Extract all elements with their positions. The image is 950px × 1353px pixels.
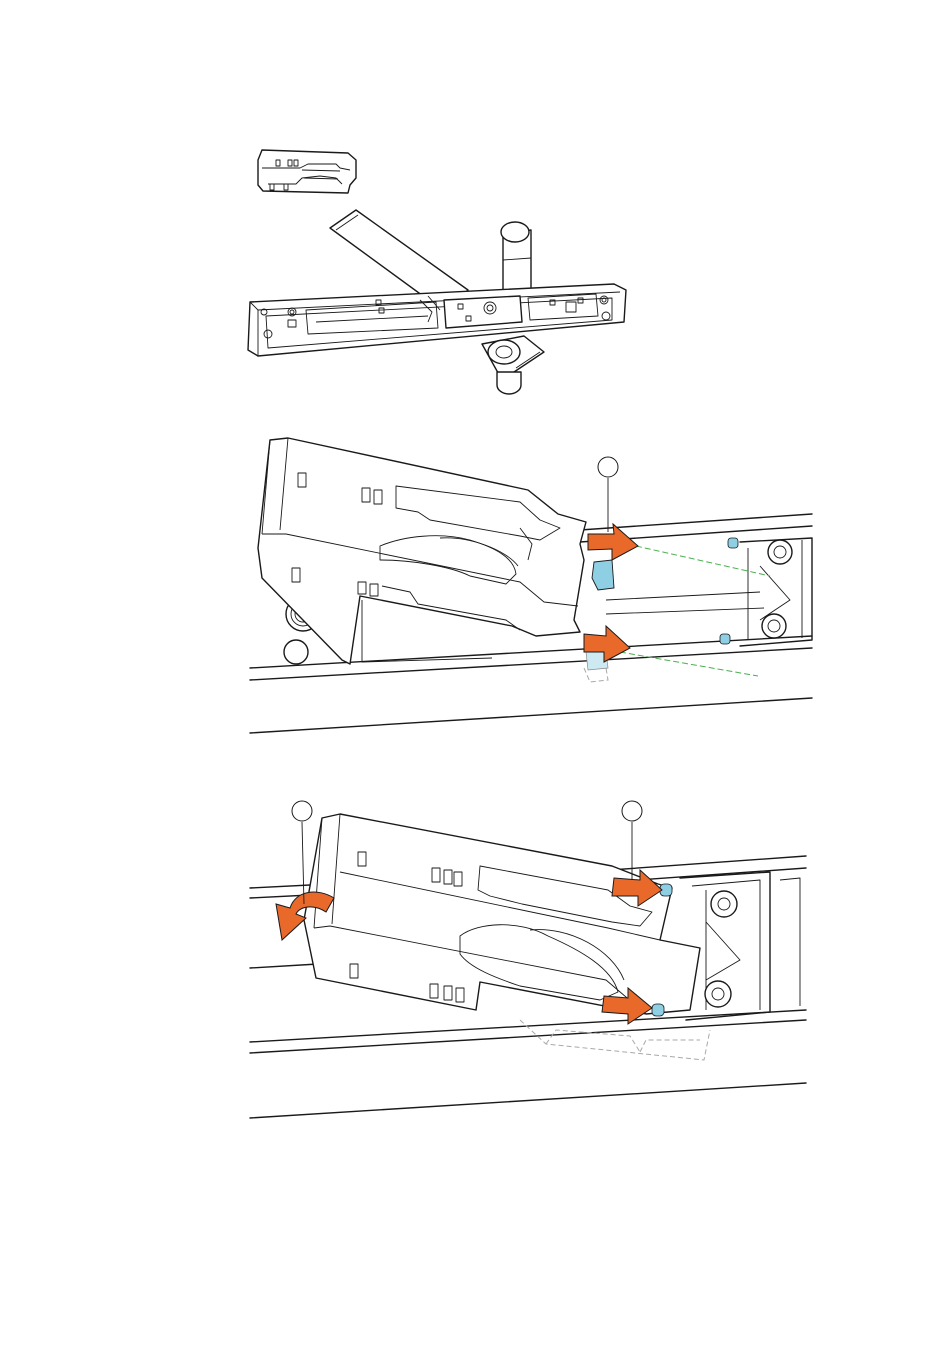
detail-panel-insert bbox=[250, 438, 812, 733]
detail-panel-rotate bbox=[250, 801, 806, 1118]
spindle-assembly bbox=[482, 336, 544, 394]
end-pocket bbox=[740, 538, 812, 646]
clip-part bbox=[258, 150, 356, 193]
ghost-outline bbox=[520, 1020, 710, 1060]
callout-circle-icon bbox=[598, 457, 618, 532]
clip-part-rotating bbox=[304, 814, 700, 1014]
overview-panel bbox=[248, 150, 626, 394]
knob-cylinder bbox=[501, 222, 531, 292]
end-pocket-rotate bbox=[680, 872, 800, 1020]
lock-body bbox=[248, 284, 626, 356]
